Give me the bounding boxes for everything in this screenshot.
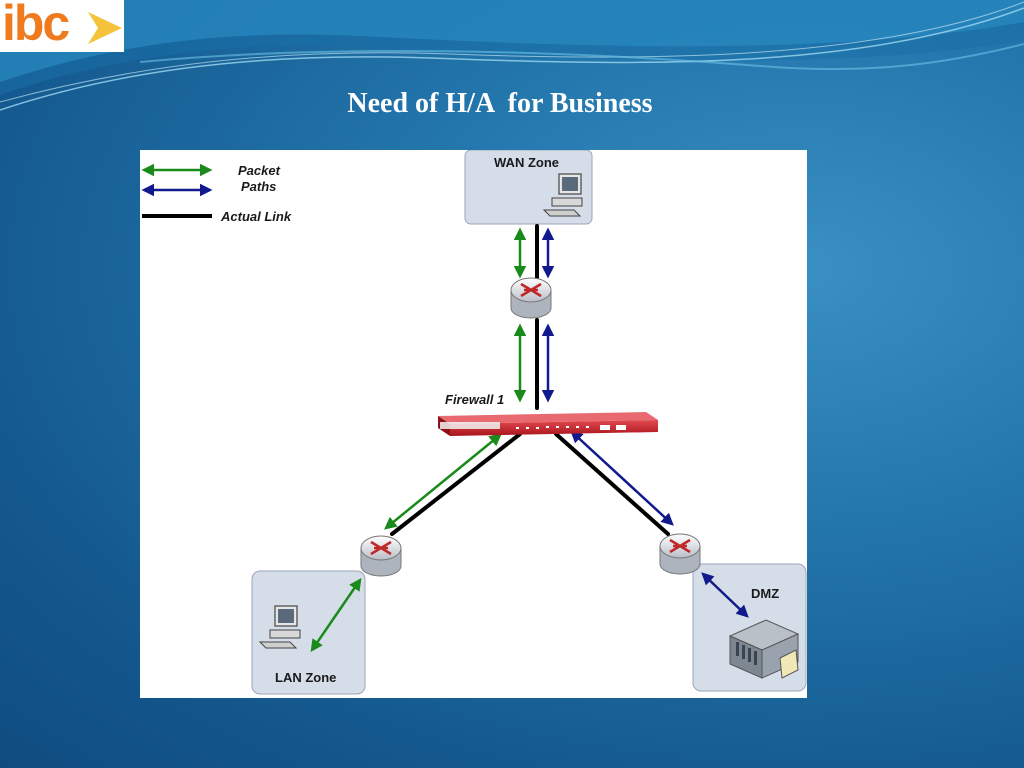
legend-packet-paths-label-line1: Packet <box>238 163 280 178</box>
lan-zone-label: LAN Zone <box>275 670 337 685</box>
firewall-icon <box>438 412 658 436</box>
legend-packet-paths-label-line2: Paths <box>241 179 277 194</box>
router-top-icon <box>510 277 552 319</box>
ibc-logo: ibc <box>0 0 124 52</box>
legend-actual-link-label: Actual Link <box>221 209 292 224</box>
packet-paths <box>310 227 749 653</box>
header-swoosh <box>0 0 1024 111</box>
dmz-server-icon <box>728 619 800 679</box>
lan-computer-icon <box>258 605 301 649</box>
legend <box>141 163 213 218</box>
wan-computer-icon <box>542 173 583 217</box>
router-right-icon <box>659 533 701 575</box>
logo-text: ibc <box>2 0 70 51</box>
slide-title: Need of H/A for Business <box>347 88 653 119</box>
dmz-label: DMZ <box>751 586 780 601</box>
network-diagram: Packet Paths Actual Link WAN Zone Firewa… <box>140 150 807 698</box>
router-left-icon <box>360 535 402 577</box>
logo-arrow-icon <box>88 12 122 44</box>
firewall-label: Firewall 1 <box>445 392 505 407</box>
diagram-canvas <box>141 150 807 695</box>
wan-zone-label: WAN Zone <box>494 155 559 170</box>
